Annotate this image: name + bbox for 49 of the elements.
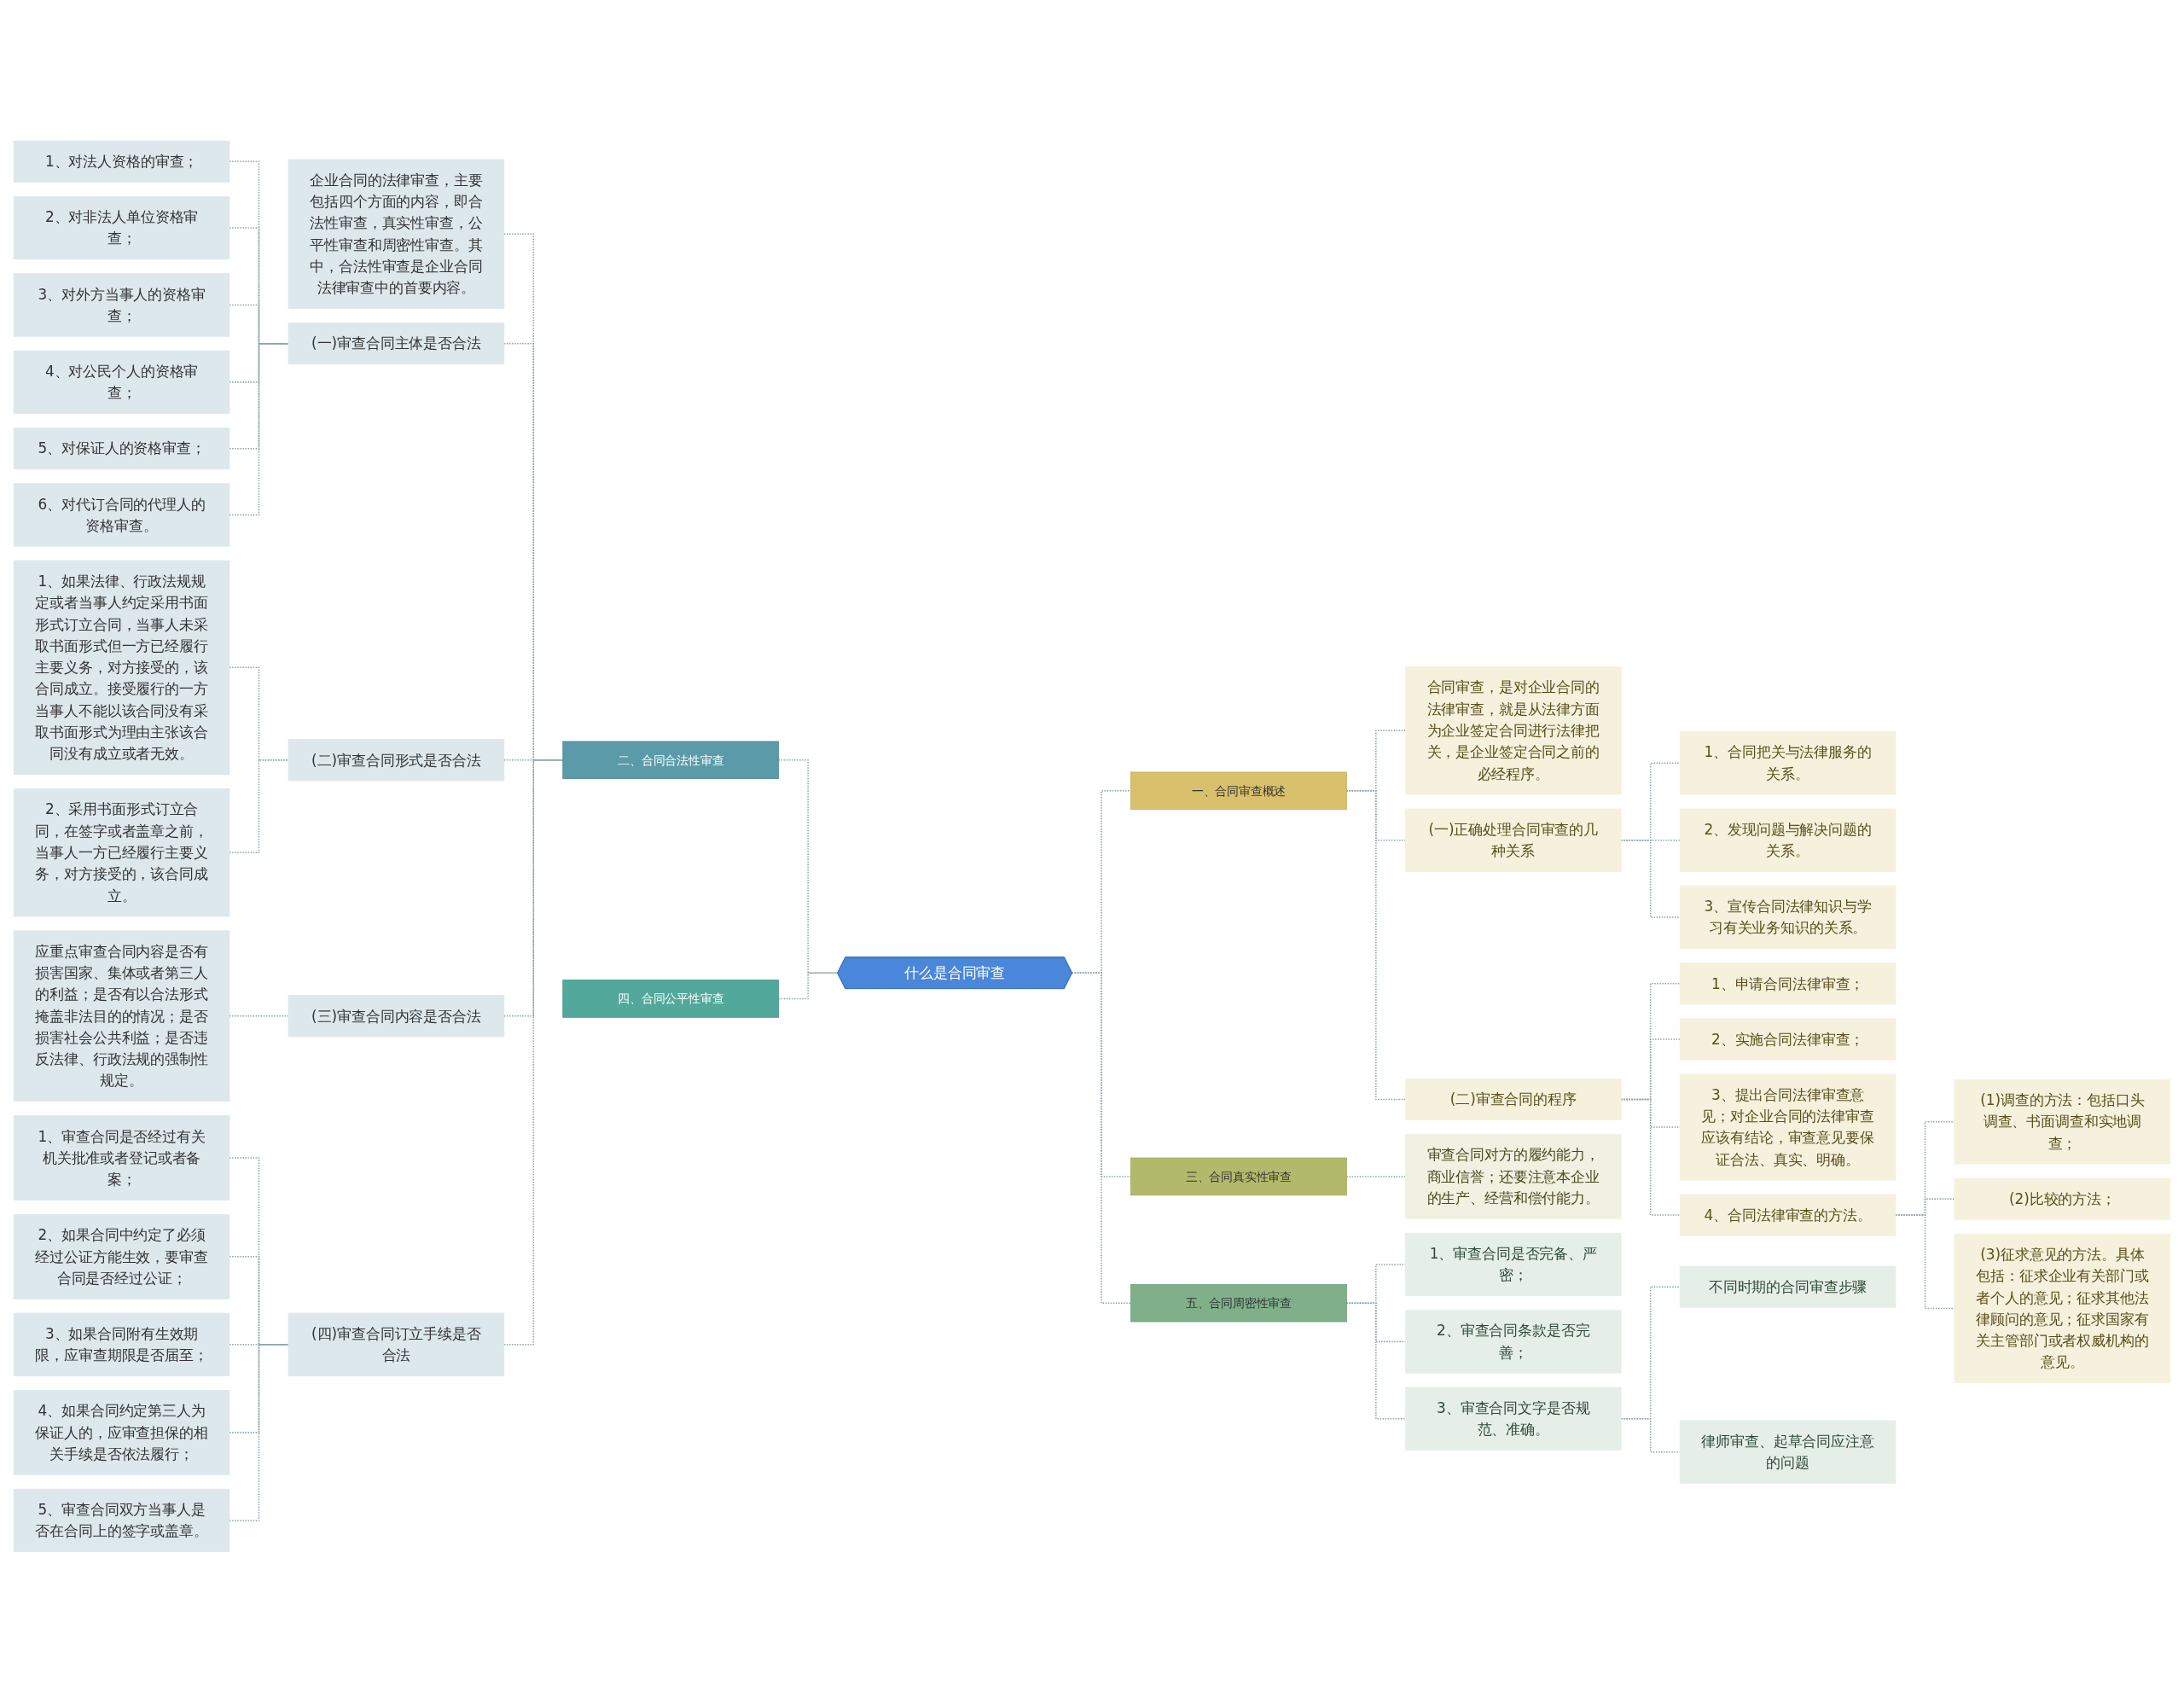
connector [777, 759, 839, 974]
node-box: 4、如果合同约定第三人为保证人的，应审查担保的相关手续是否依法履行； [13, 1389, 230, 1475]
node-box: 2、实施合同法律审查； [1679, 1018, 1896, 1061]
node-box: 一、合同审查概述 [1130, 771, 1347, 810]
node-box: 2、对非法人单位资格审查； [13, 195, 230, 259]
node-box: 企业合同的法律审查，主要包括四个方面的内容，即合法性审查，真实性审查，公平性审查和周密性审查。其中，合法性审查是企业合同法律审查中的首要内容。 [288, 159, 505, 309]
node-box: 3、对外方当事人的资格审查； [13, 272, 230, 337]
node-box: 1、对法人资格的审查； [13, 140, 230, 183]
node-box: (3)征求意见的方法。具体包括：征求企业有关部门或者个人的意见；征求其他法律顾问的意见；征求国家有关主管部门或者权威机构的意见。 [1954, 1233, 2171, 1383]
node-box: (2)比较的方法； [1954, 1177, 2171, 1220]
node-box: 五、合同周密性审查 [1130, 1283, 1347, 1322]
node-box: (二)审查合同形式是否合法 [288, 738, 505, 781]
node-box: 审查合同对方的履约能力，商业信誉；还要注意本企业的生产、经营和偿付能力。 [1404, 1133, 1622, 1219]
node-box: 3、提出合同法律审查意见；对企业合同的法律审查应该有结论，审查意见要保证合法、真实、明确。 [1679, 1073, 1896, 1181]
connector [503, 342, 564, 761]
node-box: 6、对代订合同的代理人的资格审查。 [13, 482, 230, 547]
node-box: 4、合同法律审查的方法。 [1679, 1194, 1896, 1236]
node-box: 1、审查合同是否经过有关机关批准或者登记或者备案； [13, 1114, 230, 1201]
node-box: 合同审查，是对企业合同的法律审查，就是从法律方面为企业签定合同进行法律把关，是企业签定合同之前的必经程序。 [1404, 666, 1622, 794]
node-box: (一)审查合同主体是否合法 [288, 322, 505, 364]
node-box: 二、合同合法性审查 [562, 741, 780, 779]
node-box: (二)审查合同的程序 [1404, 1078, 1622, 1120]
connector [777, 972, 839, 999]
node-box: 3、宣传合同法律知识与学习有关业务知识的关系。 [1679, 885, 1896, 949]
node-box: 1、申请合同法律审查； [1679, 962, 1896, 1004]
connector [503, 233, 564, 761]
node-box: 5、审查合同双方当事人是否在合同上的签字或盖章。 [13, 1488, 230, 1552]
connector [1071, 972, 1132, 1304]
node-box: 2、如果合同中约定了必须经过公证方能生效，要审查合同是否经过公证； [13, 1213, 230, 1300]
node-box: (1)调查的方法：包括口头调查、书面调查和实地调查； [1954, 1079, 2171, 1165]
node-box: 1、合同把关与法律服务的关系。 [1679, 730, 1896, 794]
node-box: 律师审查、起草合同应注意的问题 [1679, 1420, 1896, 1484]
connector [503, 759, 564, 1346]
node-box: 2、发现问题与解决问题的关系。 [1679, 808, 1896, 872]
node-box: (一)正确处理合同审查的几种关系 [1404, 808, 1622, 872]
node-box: 应重点审查合同内容是否有损害国家、集体或者第三人的利益；是否有以合法形式掩盖非法目的的情况；是否损害社会公共利益；是否违反法律、行政法规的强制性规定。 [13, 929, 230, 1102]
node-box: 1、如果法律、行政法规规定或者当事人约定采用书面形式订立合同，当事人未采取书面形式但一方已经履行主要义务，对方接受的，该合同成立。接受履行的一方当事人不能以该合同没有采取书面形式为理由主张该合同没有成立或者无效。 [13, 560, 230, 775]
node-box: 3、审查合同文字是否规范、准确。 [1404, 1387, 1622, 1451]
node-box: 4、对公民个人的资格审查； [13, 350, 230, 414]
node-box: 5、对保证人的资格审查； [13, 427, 230, 469]
node-box: (三)审查合同内容是否合法 [288, 994, 505, 1037]
node-box: 2、审查合同条款是否完善； [1404, 1309, 1622, 1374]
node-box: 四、合同公平性审查 [562, 979, 780, 1018]
node-box: 2、采用书面形式订立合同，在签字或者盖章之前，当事人一方已经履行主要义务，对方接受的，该合同成立。 [13, 788, 230, 916]
node-box: 3、如果合同附有生效期限，应审查期限是否届至； [13, 1312, 230, 1376]
node-box: 1、审查合同是否完备、严密； [1404, 1232, 1622, 1296]
node-box: 三、合同真实性审查 [1130, 1157, 1347, 1195]
node-box: 不同时期的合同审查步骤 [1679, 1265, 1896, 1308]
node-box: (四)审查合同订立手续是否合法 [288, 1312, 505, 1376]
